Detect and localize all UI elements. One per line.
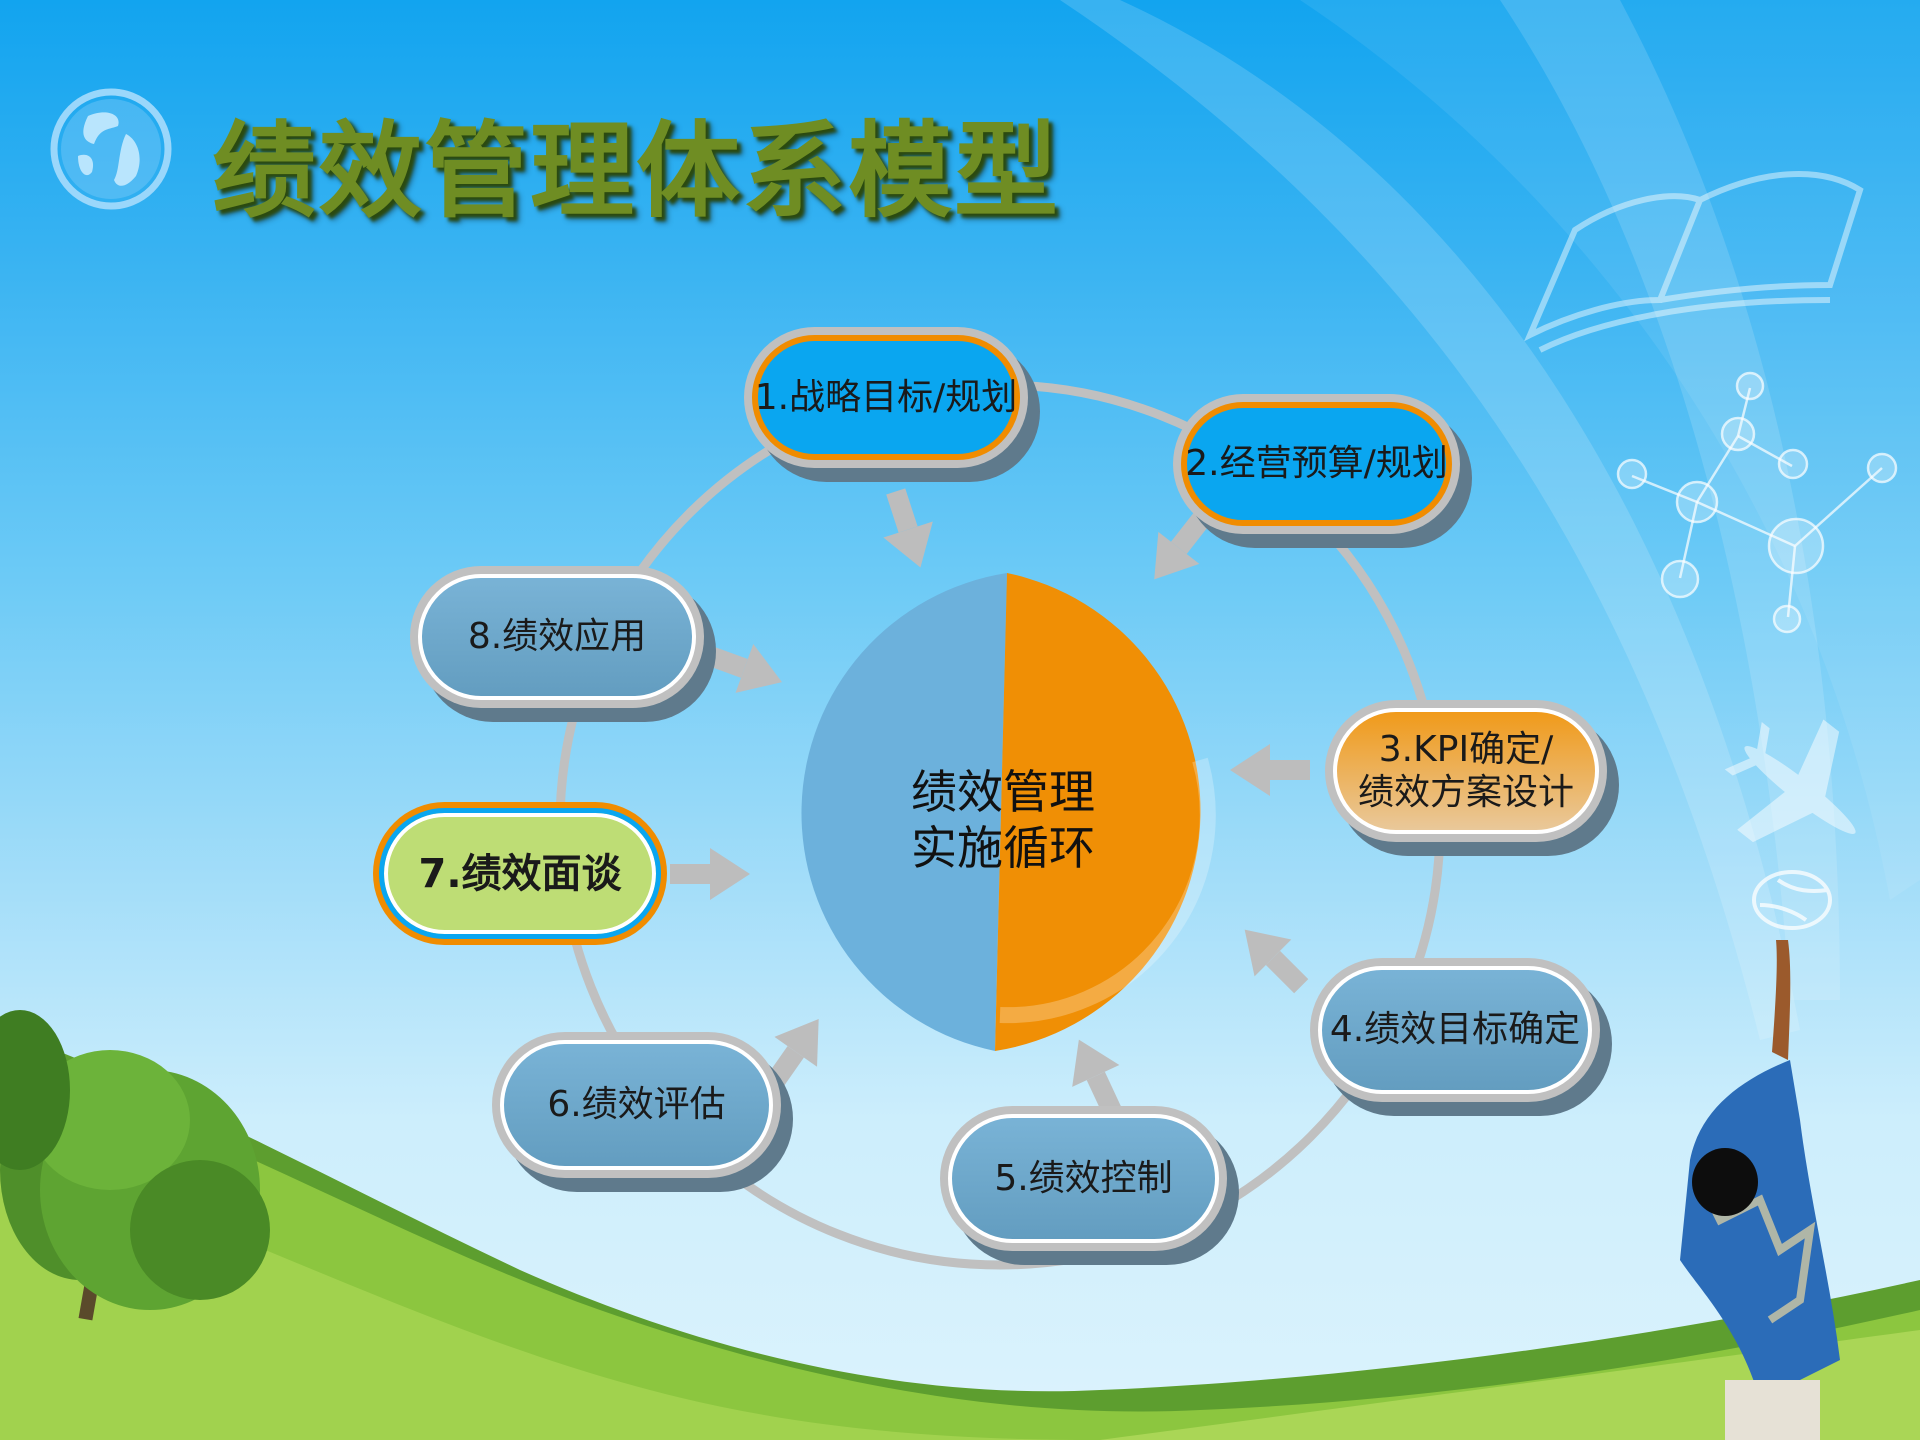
node-performance-application[interactable]: 8.绩效应用: [410, 566, 716, 722]
boy-reaching: [1680, 940, 1840, 1440]
node-label: 6.绩效评估: [547, 1084, 726, 1126]
slide-title: 绩效管理体系模型: [212, 110, 1061, 232]
globe-icon: [50, 88, 172, 210]
center-label-line1: 绩效管理: [911, 765, 1095, 819]
molecule-icon: [1616, 371, 1898, 634]
center-label-line2: 实施循环: [911, 821, 1095, 875]
arrows: [670, 488, 1310, 1117]
open-book-icon: [1524, 170, 1864, 353]
node-kpi-design[interactable]: 3.KPI确定/ 绩效方案设计: [1325, 700, 1619, 856]
center-circle: [801, 573, 1216, 1051]
node-performance-interview[interactable]: 7.绩效面谈: [373, 802, 667, 945]
node-performance-target[interactable]: 4.绩效目标确定: [1310, 958, 1612, 1116]
node-label: 2.经营预算/规划: [1185, 443, 1448, 485]
node-label: 7.绩效面谈: [418, 850, 622, 897]
node-strategic-goals[interactable]: 1.战略目标/规划: [744, 327, 1040, 482]
node-label: 8.绩效应用: [467, 616, 647, 658]
tree: [0, 1010, 270, 1321]
center-label: 绩效管理 实施循环: [873, 764, 1133, 876]
baseball-icon: [1752, 870, 1832, 930]
node-performance-evaluation[interactable]: 6.绩效评估: [492, 1032, 793, 1192]
node-label: 1.战略目标/规划: [754, 376, 1018, 418]
node-label: 4.绩效目标确定: [1329, 1009, 1581, 1051]
node-performance-control[interactable]: 5.绩效控制: [940, 1106, 1239, 1265]
node-label-line2: 绩效方案设计: [1357, 772, 1574, 813]
node-label-line1: 3.KPI确定/: [1378, 728, 1554, 770]
node-label: 3.KPI确定/ 绩效方案设计: [1358, 728, 1574, 814]
airplane-icon: [1724, 719, 1856, 843]
node-label: 5.绩效控制: [994, 1157, 1173, 1199]
node-operating-budget[interactable]: 2.经营预算/规划: [1173, 394, 1472, 548]
